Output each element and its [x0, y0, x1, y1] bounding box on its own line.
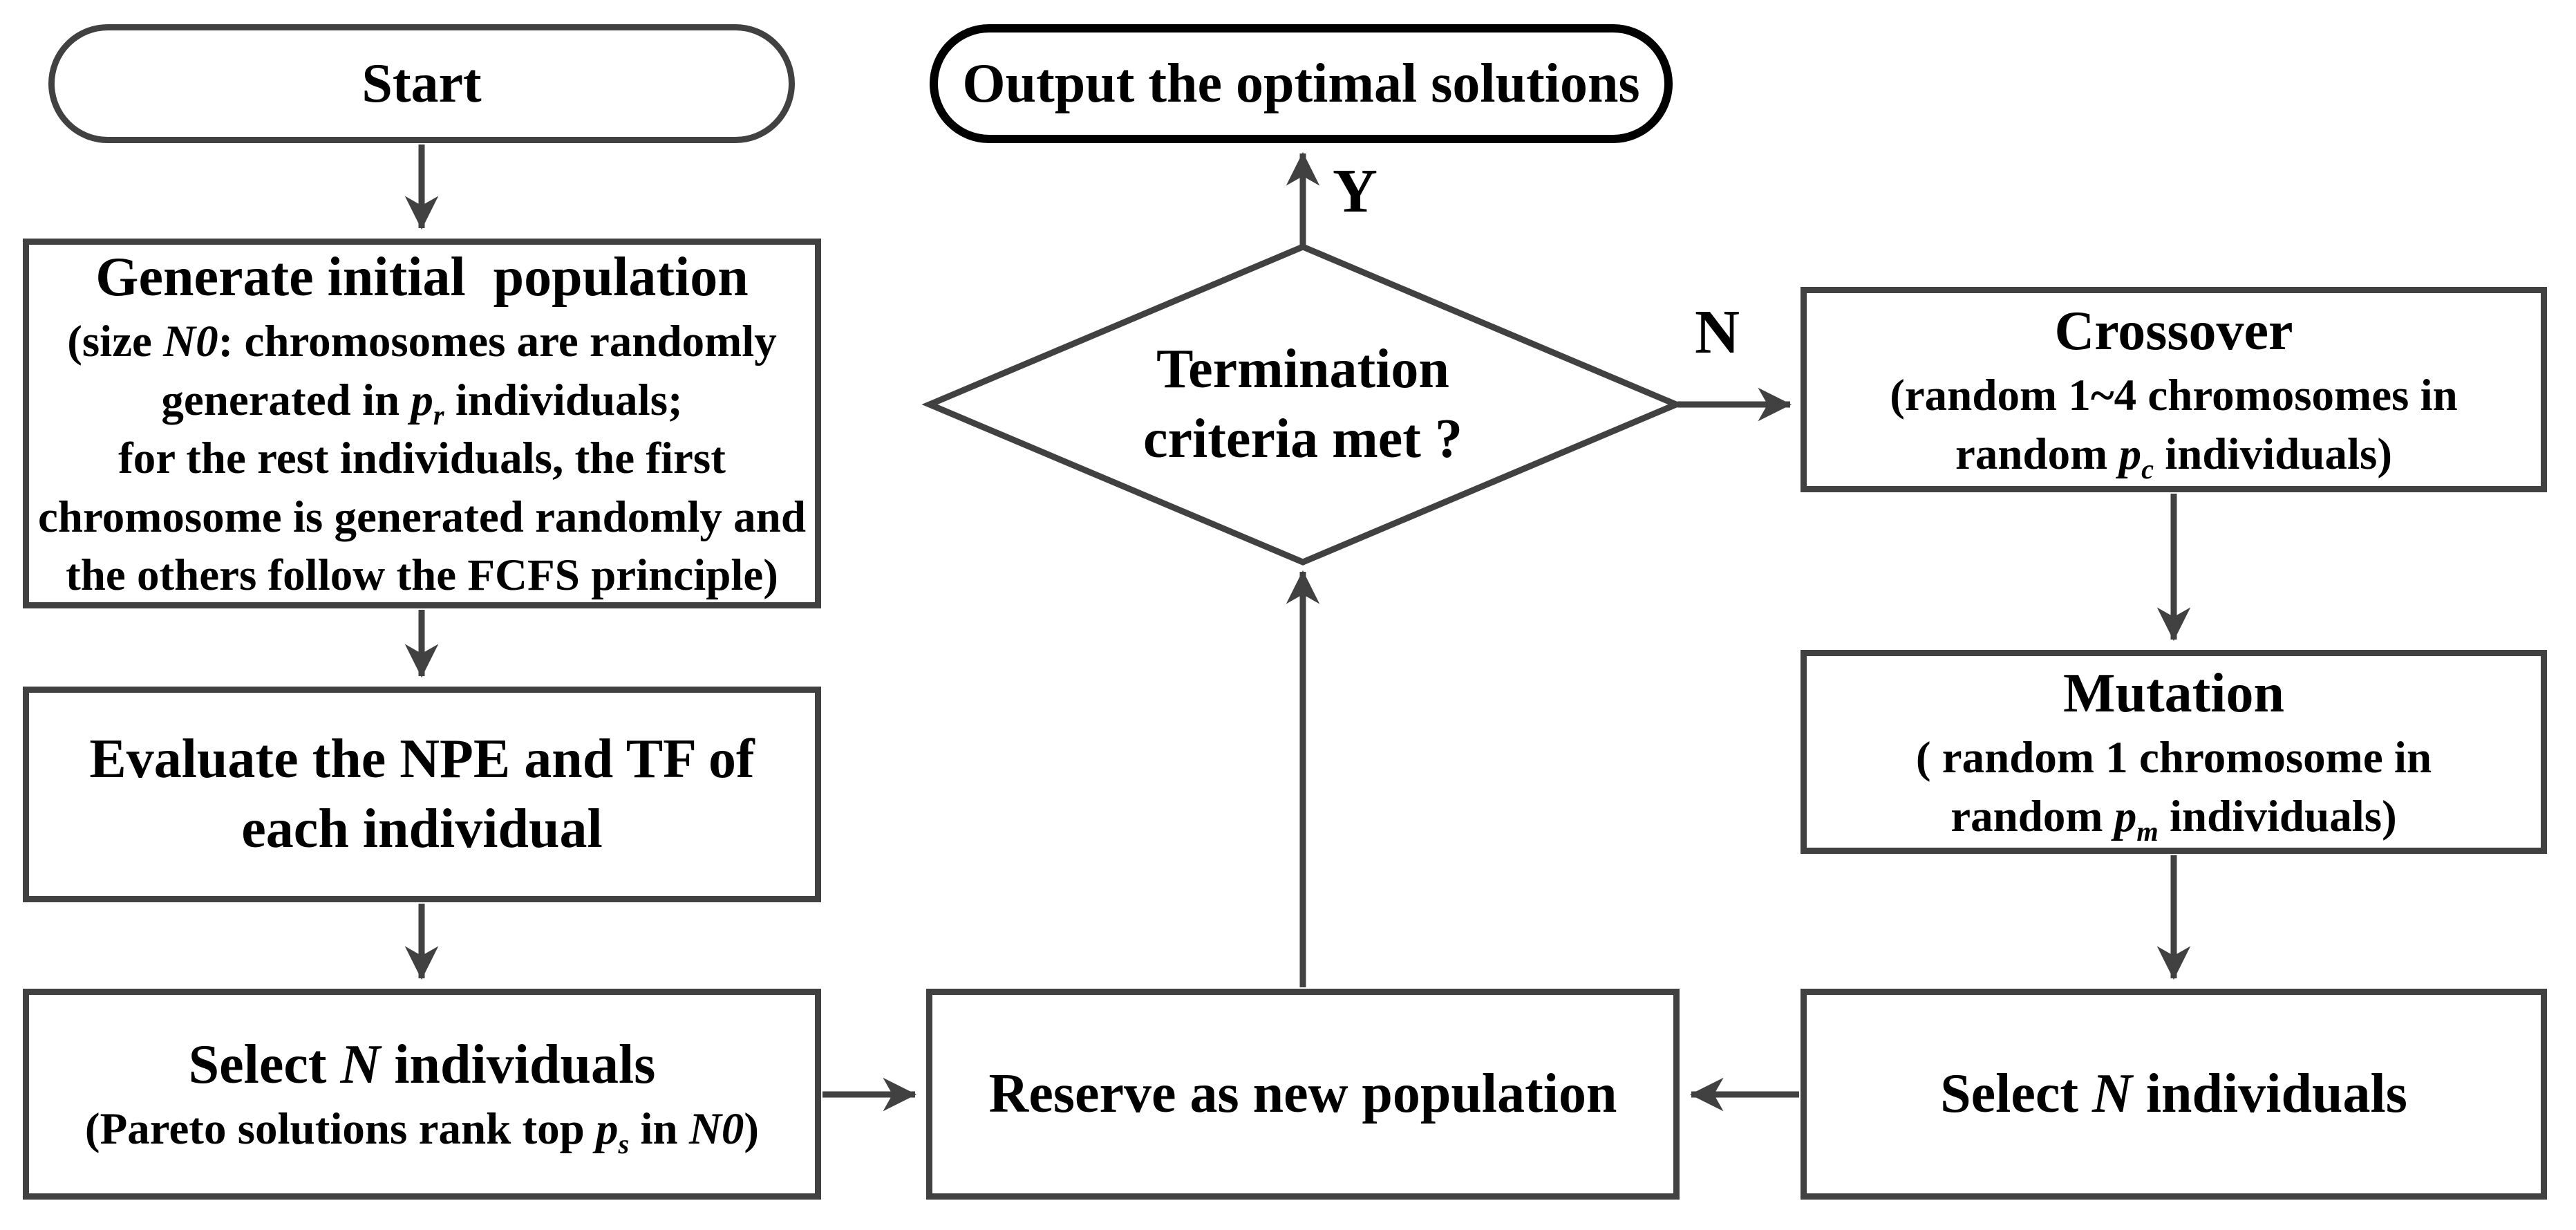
mutation-node: Mutation ( random 1 chromosome in random…: [1801, 650, 2547, 854]
select-left-subtitle: (Pareto solutions rank top ps in N0): [84, 1104, 760, 1160]
var-pm: p: [2114, 791, 2137, 841]
select-left-title: Select N individuals: [188, 1034, 656, 1096]
start-label: Start: [361, 53, 482, 114]
select-n-individuals-right-node: Select N individuals: [1801, 989, 2547, 1200]
select-n-individuals-left-node: Select N individuals (Pareto solutions r…: [23, 989, 821, 1200]
select-right-title: Select N individuals: [1940, 1063, 2407, 1125]
generate-line-5: the others follow the FCFS principle): [66, 550, 778, 601]
generate-population-node: Generate initial population (size N0: ch…: [23, 239, 821, 608]
output-label: Output the optimal solutions: [962, 53, 1640, 114]
branch-label-no: N: [1695, 298, 1740, 366]
generate-line-3: for the rest individuals, the first: [118, 434, 726, 484]
var-N: N: [2092, 1063, 2132, 1125]
var-N: N: [340, 1034, 381, 1096]
var-pc: p: [2118, 429, 2142, 479]
mutation-line-2: random pm individuals): [1950, 791, 2397, 847]
mutation-title: Mutation: [2063, 662, 2284, 724]
crossover-line-1: (random 1~4 chromosomes in: [1890, 371, 2458, 421]
generate-line-2: generated in pr individuals;: [161, 375, 683, 431]
termination-decision-node: Termination criteria met ?: [930, 247, 1676, 562]
var-N0: N0: [163, 317, 218, 367]
output-node: Output the optimal solutions: [930, 24, 1673, 143]
generate-line-1: (size N0: chromosomes are randomly: [67, 317, 777, 367]
evaluate-line-1: Evaluate the NPE and TF of: [89, 729, 755, 790]
evaluate-node: Evaluate the NPE and TF of each individu…: [23, 687, 821, 902]
evaluate-line-2: each individual: [241, 799, 603, 859]
var-pr: p: [411, 375, 433, 425]
crossover-title: Crossover: [2054, 300, 2293, 362]
reserve-label: Reserve as new population: [988, 1063, 1617, 1125]
start-node: Start: [48, 24, 795, 143]
termination-line-1: Termination: [1156, 339, 1449, 400]
generate-line-4: chromosome is generated randomly and: [38, 492, 806, 542]
var-N0: N0: [688, 1104, 744, 1155]
decision-diamond: [921, 243, 1684, 566]
termination-line-2: criteria met ?: [1143, 409, 1463, 469]
reserve-population-node: Reserve as new population: [926, 989, 1680, 1200]
mutation-line-1: ( random 1 chromosome in: [1915, 733, 2432, 783]
var-ps: p: [596, 1104, 619, 1155]
generate-title: Generate initial population: [95, 247, 749, 308]
crossover-node: Crossover (random 1~4 chromosomes in ran…: [1801, 287, 2547, 492]
branch-label-yes: Y: [1333, 157, 1378, 225]
crossover-line-2: random pc individuals): [1955, 429, 2392, 485]
